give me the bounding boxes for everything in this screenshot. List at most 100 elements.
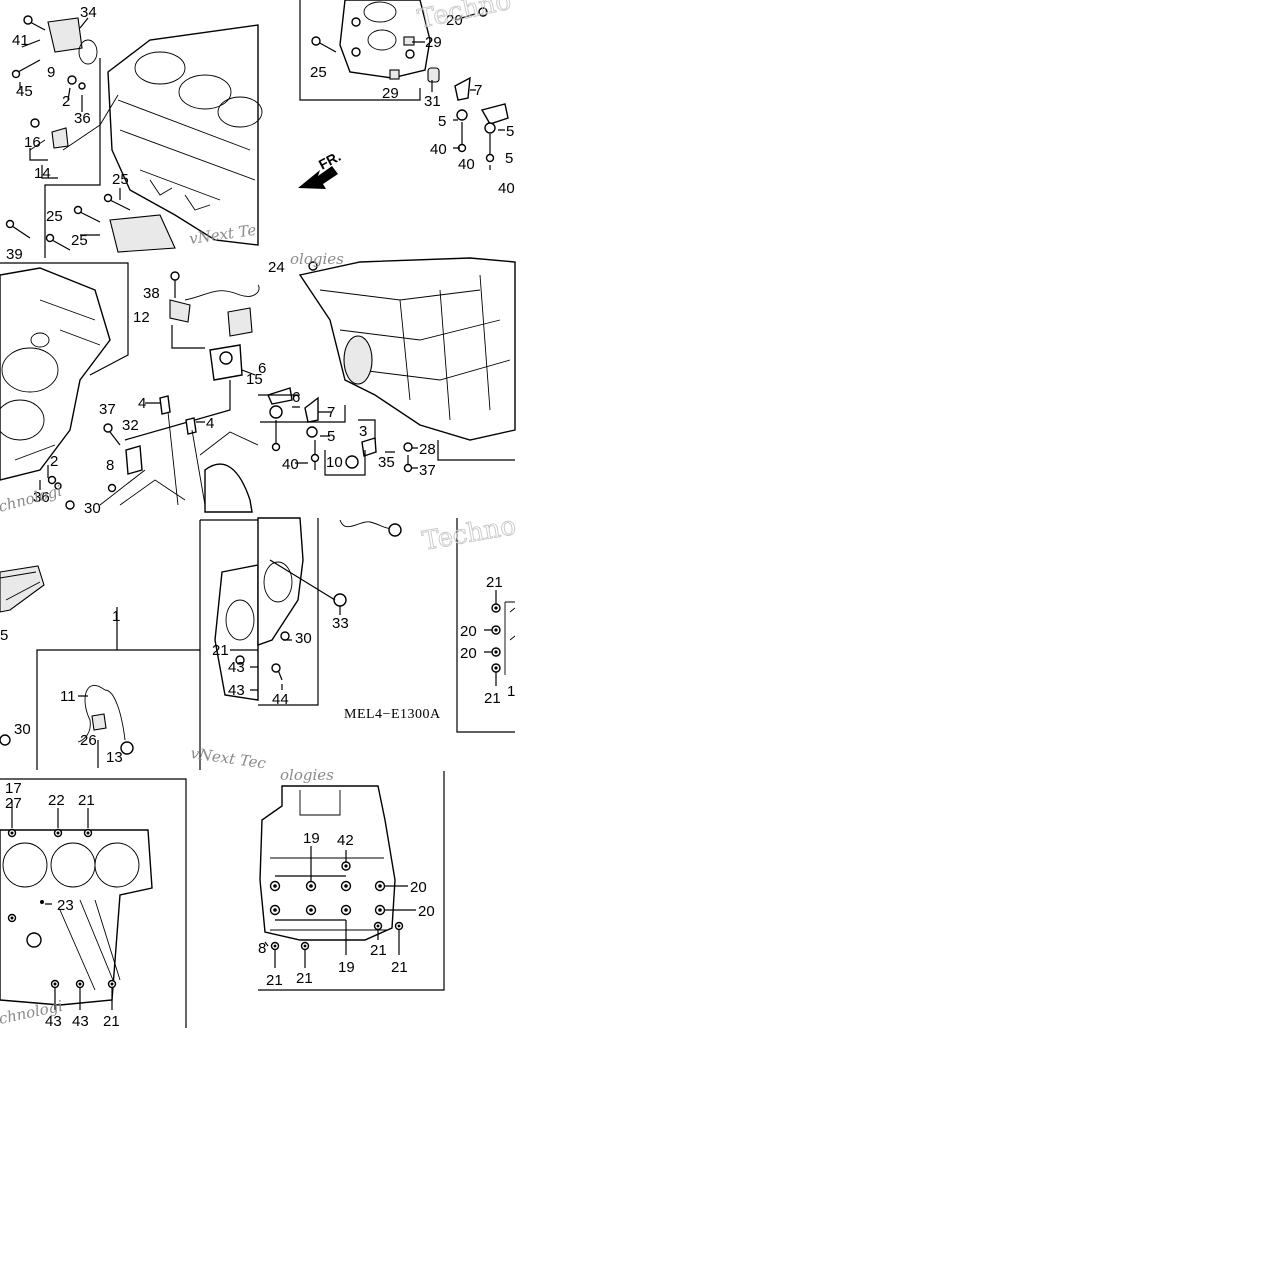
callout-24: 24 — [268, 259, 285, 276]
callout-10: 10 — [326, 454, 343, 471]
wire-harness-illustration — [0, 565, 134, 755]
callout-17: 17 — [5, 780, 22, 797]
callout-37: 37 — [419, 462, 436, 479]
callout-34: 34 — [80, 4, 97, 21]
crankcase-upper-illustration — [298, 257, 516, 441]
callout-6: 6 — [258, 360, 266, 377]
callout-5: 5 — [505, 150, 513, 167]
bolt-icons — [47, 395, 197, 510]
callout-21: 21 — [212, 642, 229, 659]
callout-19: 19 — [338, 959, 355, 976]
callout-3: 3 — [359, 423, 367, 440]
case-bolt-dots — [269, 861, 404, 951]
cover-illustration — [257, 517, 402, 681]
callout-41: 41 — [12, 32, 29, 49]
sensor-icons — [311, 7, 509, 163]
watermark: Techno — [420, 511, 518, 557]
sensor-harness-illustration — [169, 271, 260, 381]
callout-31: 31 — [424, 93, 441, 110]
callout-43: 43 — [228, 682, 245, 699]
callout-25: 25 — [112, 171, 129, 188]
callout-30: 30 — [14, 721, 31, 738]
callout-25: 25 — [46, 208, 63, 225]
callout-6: 6 — [292, 389, 300, 406]
callout-4: 4 — [138, 395, 146, 412]
callout-38: 38 — [143, 285, 160, 302]
callout-14: 14 — [34, 165, 51, 182]
callout-36: 36 — [33, 489, 50, 506]
callout-13: 13 — [106, 749, 123, 766]
callout-40: 40 — [498, 180, 515, 197]
callout-8: 8 — [106, 457, 114, 474]
watermark: vNext Tec — [189, 744, 267, 772]
callout-40: 40 — [282, 456, 299, 473]
callout-20: 20 — [418, 903, 435, 920]
tile-7: 17 27 22 21 23 43 43 21 chnologi — [0, 778, 187, 1030]
callout-20: 20 — [410, 879, 427, 896]
callout-1: 1 — [507, 683, 515, 700]
oil-pan-plan-illustration — [259, 785, 396, 941]
drawing-code: MEL4−E1300A — [344, 707, 441, 722]
callout-1: 1 — [112, 608, 120, 625]
callout-15: 15 — [246, 371, 263, 388]
callout-39: 39 — [6, 246, 23, 263]
callout-8: 8 — [258, 940, 266, 957]
callout-21: 21 — [391, 959, 408, 976]
callout-44: 44 — [272, 691, 289, 708]
bolt-icons — [5, 15, 131, 251]
callout-32: 32 — [122, 417, 139, 434]
callout-7: 7 — [474, 82, 482, 99]
tile-8: 19 42 20 20 8 21 21 19 21 21 ologies — [258, 766, 445, 991]
callout-35: 35 — [378, 454, 395, 471]
callout-20: 20 — [460, 623, 477, 640]
crankcase-block-illustration — [47, 17, 263, 253]
callout-43: 43 — [72, 1013, 89, 1030]
callout-5: 5 — [327, 428, 335, 445]
callout-21: 21 — [296, 970, 313, 987]
callout-40: 40 — [458, 156, 475, 173]
callout-40: 40 — [430, 141, 447, 158]
callout-4: 4 — [206, 415, 214, 432]
callout-5: 5 — [0, 627, 8, 644]
callout-5: 5 — [438, 113, 446, 130]
callout-36: 36 — [74, 110, 91, 127]
watermark: ologies — [290, 250, 344, 268]
callout-16: 16 — [24, 134, 41, 151]
watermark: Techno — [415, 0, 514, 35]
callout-43: 43 — [45, 1013, 62, 1030]
front-arrow-label: FR. — [316, 148, 343, 173]
callout-21: 21 — [486, 574, 503, 591]
callout-25: 25 — [71, 232, 88, 249]
callout-45: 45 — [16, 83, 33, 100]
callout-25: 25 — [310, 64, 327, 81]
callout-23: 23 — [57, 897, 74, 914]
callout-37: 37 — [99, 401, 116, 418]
crankcase-top-view-illustration — [0, 828, 153, 1006]
tile-3: 38 12 15 37 4 4 32 6 8 2 36 30 chnologi — [0, 262, 266, 517]
callout-21: 21 — [103, 1013, 120, 1030]
callout-33: 33 — [332, 615, 349, 632]
callout-42: 42 — [337, 832, 354, 849]
callout-5: 5 — [506, 123, 514, 140]
callout-26: 26 — [80, 732, 97, 749]
callout-22: 22 — [48, 792, 65, 809]
callout-9: 9 — [47, 64, 55, 81]
tile-4: 24 6 7 5 3 28 35 37 40 10 ologies — [258, 250, 516, 479]
cover-plate-illustration — [339, 0, 431, 79]
front-arrow-icon — [298, 166, 338, 189]
crankcase-lower-illustration — [0, 267, 111, 481]
tile-2: FR. 29 20 25 29 31 7 5 40 40 5 5 40 Tech… — [298, 0, 515, 197]
callout-30: 30 — [295, 630, 312, 647]
tile-6: 33 30 44 MEL4−E1300A 21 20 20 21 1 Techn… — [257, 511, 519, 733]
callout-20: 20 — [446, 12, 463, 29]
case-bolt-dots — [491, 601, 516, 675]
callout-19: 19 — [303, 830, 320, 847]
cover-illustration — [214, 564, 259, 701]
callout-43: 43 — [228, 659, 245, 676]
callout-29: 29 — [382, 85, 399, 102]
callout-21: 21 — [484, 690, 501, 707]
callout-27: 27 — [5, 795, 22, 812]
watermark: chnologi — [0, 482, 64, 516]
callout-29: 29 — [425, 34, 442, 51]
